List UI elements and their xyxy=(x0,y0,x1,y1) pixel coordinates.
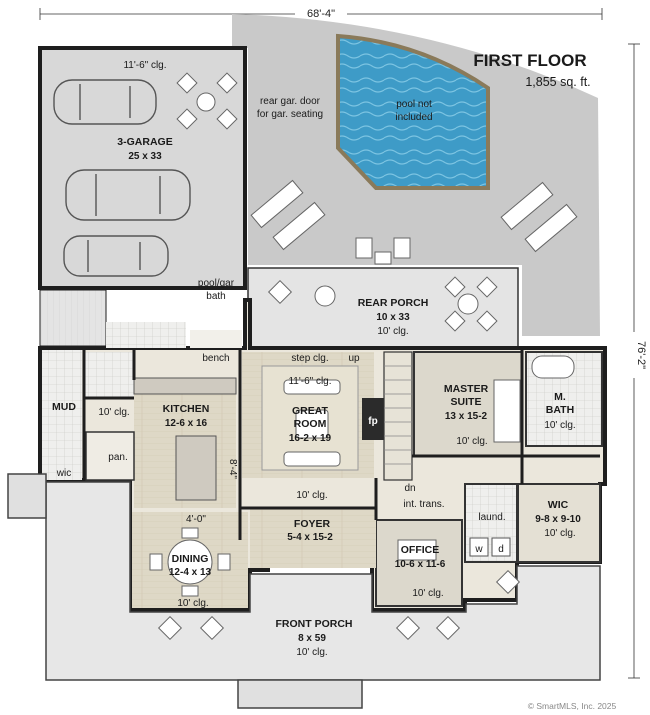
master-suite-name2: SUITE xyxy=(451,396,482,408)
opening-dimension: 4'-0" xyxy=(186,514,206,525)
plan-title: FIRST FLOOR xyxy=(473,51,586,70)
island-dimension: 8'-4" xyxy=(227,459,238,479)
master-suite-ceiling: 10' clg. xyxy=(456,436,487,447)
pool-bath-line1: pool/gar xyxy=(198,278,235,289)
mudroom-tile xyxy=(84,352,134,398)
fireplace xyxy=(362,398,384,440)
great-room-name2: ROOM xyxy=(294,418,327,430)
foyer-size: 5-4 x 15-2 xyxy=(287,532,333,543)
mud-label: MUD xyxy=(52,401,76,413)
kitchen-island xyxy=(175,435,217,501)
front-porch-floor xyxy=(45,481,601,681)
kitchen-counter xyxy=(133,377,237,395)
front-porch-chairs xyxy=(157,569,521,641)
kitchen-name: KITCHEN xyxy=(163,403,210,415)
great-room-name: GREAT xyxy=(292,405,329,417)
plan-area: 1,855 sq. ft. xyxy=(525,75,590,89)
small-wic-label: wic xyxy=(56,468,71,479)
rear-gar-door-line2: for gar. seating xyxy=(257,109,323,120)
laundry-label: laund. xyxy=(478,512,505,523)
rear-porch-furniture xyxy=(267,276,498,332)
great-room-floor-ceiling: 10' clg. xyxy=(296,490,327,501)
office-desk xyxy=(397,539,437,561)
great-room-size: 16-2 x 19 xyxy=(289,433,332,444)
pool-bath-tile xyxy=(106,322,186,348)
pantry xyxy=(85,431,135,481)
dining-size: 12-4 x 13 xyxy=(169,567,212,578)
dining-name: DINING xyxy=(172,553,209,565)
stairs-down-label: dn xyxy=(404,483,415,494)
stairs xyxy=(383,351,413,481)
master-suite-size: 13 x 15-2 xyxy=(445,411,488,422)
foyer-floor xyxy=(250,508,376,568)
wic-name: WIC xyxy=(548,499,569,511)
master-suite-name: MASTER xyxy=(444,383,489,395)
dining-ceiling: 10' clg. xyxy=(177,598,208,609)
pool-bath-line2: bath xyxy=(206,291,225,302)
front-steps xyxy=(237,679,363,709)
dining-table xyxy=(167,539,213,585)
fireplace-label: fp xyxy=(368,416,377,427)
office-floor xyxy=(375,519,463,607)
kitchen-ceiling: 10' clg. xyxy=(98,407,129,418)
stairs-up-label: up xyxy=(348,353,360,364)
mud-room xyxy=(42,350,82,480)
bench-label: bench xyxy=(202,353,229,364)
foyer-name: FOYER xyxy=(294,518,331,530)
pool xyxy=(336,33,490,190)
width-dimension: 68'-4" xyxy=(39,4,603,20)
pantry-label: pan. xyxy=(108,452,127,463)
car-icons xyxy=(53,79,191,277)
office-ceiling: 10' clg. xyxy=(412,588,443,599)
garage-floor xyxy=(38,46,247,290)
dryer xyxy=(491,537,511,557)
garage-ceiling: 11'-6" clg. xyxy=(123,60,166,71)
pool-note-line2: included xyxy=(395,112,432,123)
interior-walls xyxy=(82,350,600,540)
bench-area xyxy=(190,330,242,348)
front-porch-ceiling: 10' clg. xyxy=(296,647,327,658)
pool-note-line1: pool not xyxy=(396,99,432,110)
overall-depth-label: 76'-2" xyxy=(635,341,647,369)
master-bed xyxy=(493,379,521,443)
sofa-icons xyxy=(283,379,341,467)
step-ceiling-label: step clg. xyxy=(291,353,328,364)
watermark: © SmartMLS, Inc. 2025 xyxy=(528,701,617,711)
overall-width-label: 68'-4" xyxy=(307,8,335,20)
kitchen-size: 12-6 x 16 xyxy=(165,418,208,429)
rear-porch-size: 10 x 33 xyxy=(376,312,410,323)
wic-ceiling: 10' clg. xyxy=(544,528,575,539)
rear-porch-ceiling: 10' clg. xyxy=(377,326,408,337)
master-bath-name: M. xyxy=(554,391,566,403)
dryer-label: d xyxy=(498,544,504,555)
int-trans-label: int. trans. xyxy=(403,499,444,510)
dining-chairs xyxy=(149,527,231,597)
side-steps xyxy=(7,473,47,519)
rear-gar-door-line1: rear gar. door xyxy=(260,96,321,107)
rear-porch-name: REAR PORCH xyxy=(358,297,429,309)
wic-floor xyxy=(517,483,601,563)
garage-seating-icon xyxy=(176,72,238,130)
master-bath-ceiling: 10' clg. xyxy=(544,420,575,431)
wic-size: 9-8 x 9-10 xyxy=(535,514,581,525)
patio-lounge-chairs xyxy=(250,179,578,265)
garage-name: 3-GARAGE xyxy=(117,136,172,148)
depth-dimension: 76'-2" xyxy=(626,43,647,679)
washer xyxy=(469,537,489,557)
great-room-ceiling: 11'-6" clg. xyxy=(288,376,331,387)
front-porch-size: 8 x 59 xyxy=(298,633,326,644)
office-size: 10-6 x 11-6 xyxy=(395,559,446,570)
garage-size: 25 x 33 xyxy=(128,151,162,162)
washer-label: w xyxy=(474,544,483,555)
front-porch-name: FRONT PORCH xyxy=(276,618,353,630)
master-bath-name2: BATH xyxy=(546,404,574,416)
bathtub xyxy=(531,355,575,379)
office-name: OFFICE xyxy=(401,544,440,556)
